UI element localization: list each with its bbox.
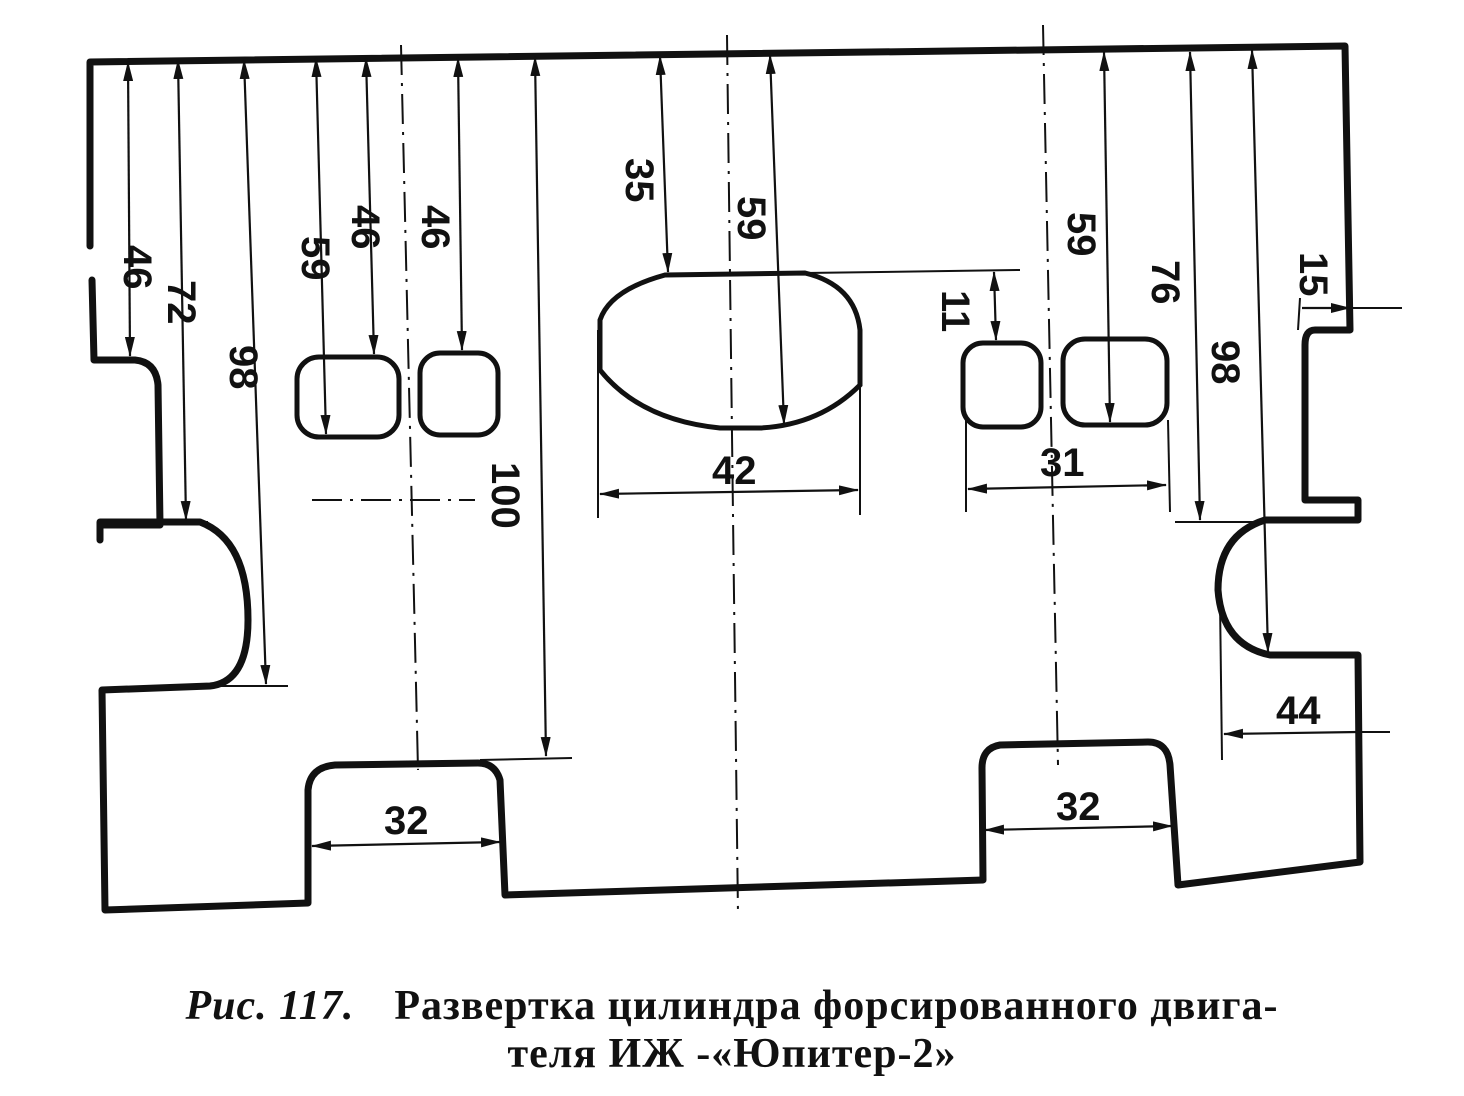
dim-line-46-win1: [361, 57, 379, 355]
dim-line-46-left: [123, 61, 135, 357]
dim-label-11: 11: [933, 290, 977, 332]
axis-right: [1042, 24, 1059, 766]
ext-line: [1167, 419, 1171, 513]
dim-label-46-left: 46: [115, 245, 159, 290]
dim-label-98-left: 98: [221, 345, 265, 390]
dim-line-72: [173, 59, 191, 521]
dim-label-46-win2: 46: [413, 205, 457, 250]
dim-line-32-left: [311, 837, 501, 851]
dim-line-42: [599, 485, 859, 499]
dim-line-100: [530, 56, 551, 757]
figure-caption-line1: Рис. 117. Развертка цилиндра форсированно…: [0, 982, 1464, 1030]
dim-label-72: 72: [159, 280, 203, 325]
dim-line-59-center: [765, 54, 789, 425]
dim-line-59-right: [1099, 51, 1115, 423]
dim-label-42: 42: [712, 449, 757, 493]
dim-label-98-right: 98: [1203, 340, 1247, 385]
dim-line-46-win2: [453, 57, 467, 351]
cylinder-outline: [86, 42, 1364, 914]
caption-text-line2: теля ИЖ -«Юпитер-2»: [507, 1031, 957, 1077]
dim-line-44: [1223, 728, 1359, 739]
port-right-1: [960, 340, 1044, 430]
dim-line-59-win1: [311, 57, 331, 435]
dim-label-59-win1: 59: [293, 236, 337, 281]
dim-label-46-win1: 46: [343, 205, 387, 250]
dim-line-35: [655, 55, 673, 273]
dim-line-76: [1185, 51, 1205, 521]
figure-label: Рис. 117.: [185, 983, 355, 1029]
dim-label-35: 35: [617, 158, 661, 203]
dim-label-31: 31: [1040, 441, 1085, 485]
ext-line: [1297, 297, 1301, 331]
port-left-2: [417, 350, 501, 438]
dim-label-15: 15: [1291, 252, 1335, 297]
dim-line-98-right: [1247, 49, 1273, 653]
dim-label-59-center: 59: [729, 196, 773, 241]
ext-line: [1219, 599, 1223, 761]
port-left-1: [294, 354, 402, 440]
dim-label-32-right: 32: [1056, 785, 1101, 829]
dim-label-59-right: 59: [1059, 212, 1103, 257]
axis-left: [400, 44, 419, 771]
dim-label-100: 100: [483, 462, 527, 529]
dim-label-76: 76: [1143, 260, 1187, 305]
caption-text-line1: Развертка цилиндра форсированного двига-: [394, 983, 1279, 1029]
figure-caption-line2: теля ИЖ -«Юпитер-2»: [0, 1030, 1464, 1078]
port-right-2: [1060, 336, 1170, 428]
dim-line-98-left: [239, 59, 271, 685]
dim-line-31: [967, 480, 1167, 494]
dim-label-32-left: 32: [384, 799, 429, 843]
ext-line: [479, 757, 573, 761]
dim-line-32-right: [984, 821, 1173, 835]
ext-line: [804, 269, 1021, 274]
dim-line-11: [989, 271, 1001, 341]
dim-label-44: 44: [1276, 689, 1321, 733]
